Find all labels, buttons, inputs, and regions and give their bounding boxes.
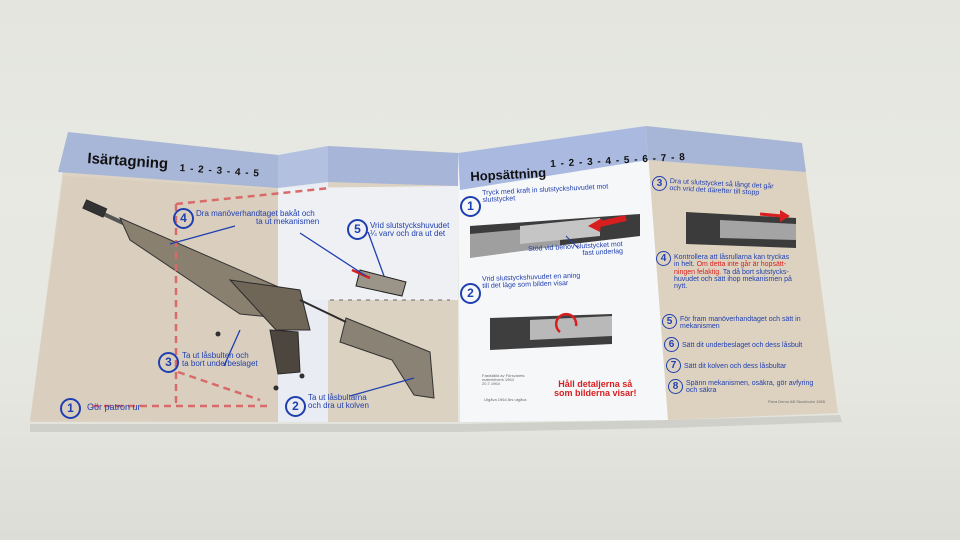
step3-line2: ta bort underbeslaget: [182, 359, 258, 369]
assembly-step4-number: 4: [656, 251, 671, 266]
assembly-step4-line1: Kontrollera att låsrullarna kan tryckas: [674, 254, 790, 261]
assembly-step4-line5: nytt.: [674, 283, 688, 291]
assembly-step1-number: 1: [460, 196, 481, 217]
step3-text: Ta ut låsbulten och ta bort underbeslage…: [182, 351, 258, 369]
assembly-step4-line3: Ta då bort slutstycks-: [722, 268, 789, 276]
step1-number: 1: [60, 398, 81, 419]
assembly-step4-line2-row: in helt. Om detta inte går är hopsätt-: [674, 261, 792, 268]
assembly-step4-line2: in helt.: [674, 261, 695, 269]
warning-note: Håll detaljerna så som bilderna visar!: [554, 379, 637, 399]
step4-number: 4: [173, 208, 194, 229]
imprint-line2: materielverk 1964: [482, 377, 514, 383]
pistol-grip: [269, 329, 301, 375]
step5-number: 5: [347, 219, 368, 240]
imprint-note: Fastställd av Försvarets materielverk 19…: [482, 373, 525, 387]
step5-line2: ¼ varv och dra ut det: [370, 229, 446, 239]
rifle-drawing: [82, 199, 435, 399]
assembly-step4-line3-row: ningen felaktig. Ta då bort slutstycks-: [674, 269, 792, 276]
step3-number: 3: [158, 352, 179, 373]
assembly-step2-number: 2: [460, 283, 481, 304]
step4-text: Dra manöverhandtaget bakåt och ta ut mek…: [196, 209, 320, 227]
assembly-image-2: [490, 312, 612, 350]
step4-line1: Dra manöverhandtaget bakåt och: [196, 209, 315, 218]
assembly-step4-line4: huvudet och sätt ihop mekanismen på: [674, 276, 792, 284]
assembly-step4-warning2: ningen felaktig.: [674, 268, 722, 276]
panel3-footer: Flera Demo AB Stockholm 1965: [768, 399, 825, 404]
step4-line2: ta ut mekanismen: [256, 217, 320, 227]
assembly-step4-text: Kontrollera att låsrullarna kan tryckas …: [674, 254, 792, 291]
dashed-arrows: [92, 186, 450, 408]
assembly-step8-line1: Spänn mekanismen, osäkra, gör avfyring: [686, 380, 814, 387]
buttstock: [339, 317, 435, 399]
warning-line1: Håll detaljerna så: [558, 379, 633, 389]
panel-assembly-continued: [646, 126, 838, 420]
assembly-step5-text: För fram manöverhandtaget och sätt in me…: [680, 316, 801, 331]
step2-line1: Ta ut låsbultarna: [308, 393, 367, 402]
leader-lines: [169, 225, 415, 397]
assembly-step7-text: Sätt dit kolven och dess låsbultar: [684, 363, 787, 370]
assembly-step8-number: 8: [668, 379, 683, 394]
assembly-step5-line2: mekanismen: [680, 323, 720, 331]
assembly-step3-number: 3: [652, 176, 667, 191]
step5-text: Vrid slutstyckshuvudet ¼ varv och dra ut…: [370, 221, 450, 239]
assembly-step8-text: Spänn mekanismen, osäkra, gör avfyring o…: [686, 380, 813, 395]
step1-text: Gör patron ur: [87, 402, 141, 412]
assembly-step5-line1: För fram manöverhandtaget och sätt in: [680, 316, 801, 323]
bolt-drawing: [351, 268, 407, 297]
assembly-step8-line2: och säkra: [686, 387, 717, 395]
edition-note: Utgåva 1964 års utgåva: [484, 397, 527, 402]
step2-number: 2: [285, 396, 306, 417]
header-band: [458, 126, 648, 190]
warning-line2: som bilderna visar!: [554, 388, 637, 399]
assembly-image-1: [470, 214, 640, 258]
header-band: [58, 132, 278, 188]
step2-line2: och dra ut kolven: [308, 401, 369, 411]
leaflet-shadow: [30, 415, 842, 432]
assembly-step7-number: 7: [666, 358, 681, 373]
step5-line1: Vrid slutstyckshuvudet: [370, 221, 450, 230]
imprint-line1: Fastställd av Försvarets: [482, 373, 525, 378]
assembly-step5-number: 5: [662, 314, 677, 329]
assembly-image-3: [686, 210, 796, 248]
assembly-step4-warning1: Om detta inte går är hopsätt-: [696, 261, 787, 269]
assembly-step6-text: Sätt dit underbeslaget och dess låsbult: [682, 342, 803, 349]
step2-text: Ta ut låsbultarna och dra ut kolven: [308, 393, 369, 411]
step3-line1: Ta ut låsbulten och: [182, 351, 249, 360]
assembly-step6-number: 6: [664, 337, 679, 352]
imprint-line3: 20.7.1964: [482, 381, 500, 387]
